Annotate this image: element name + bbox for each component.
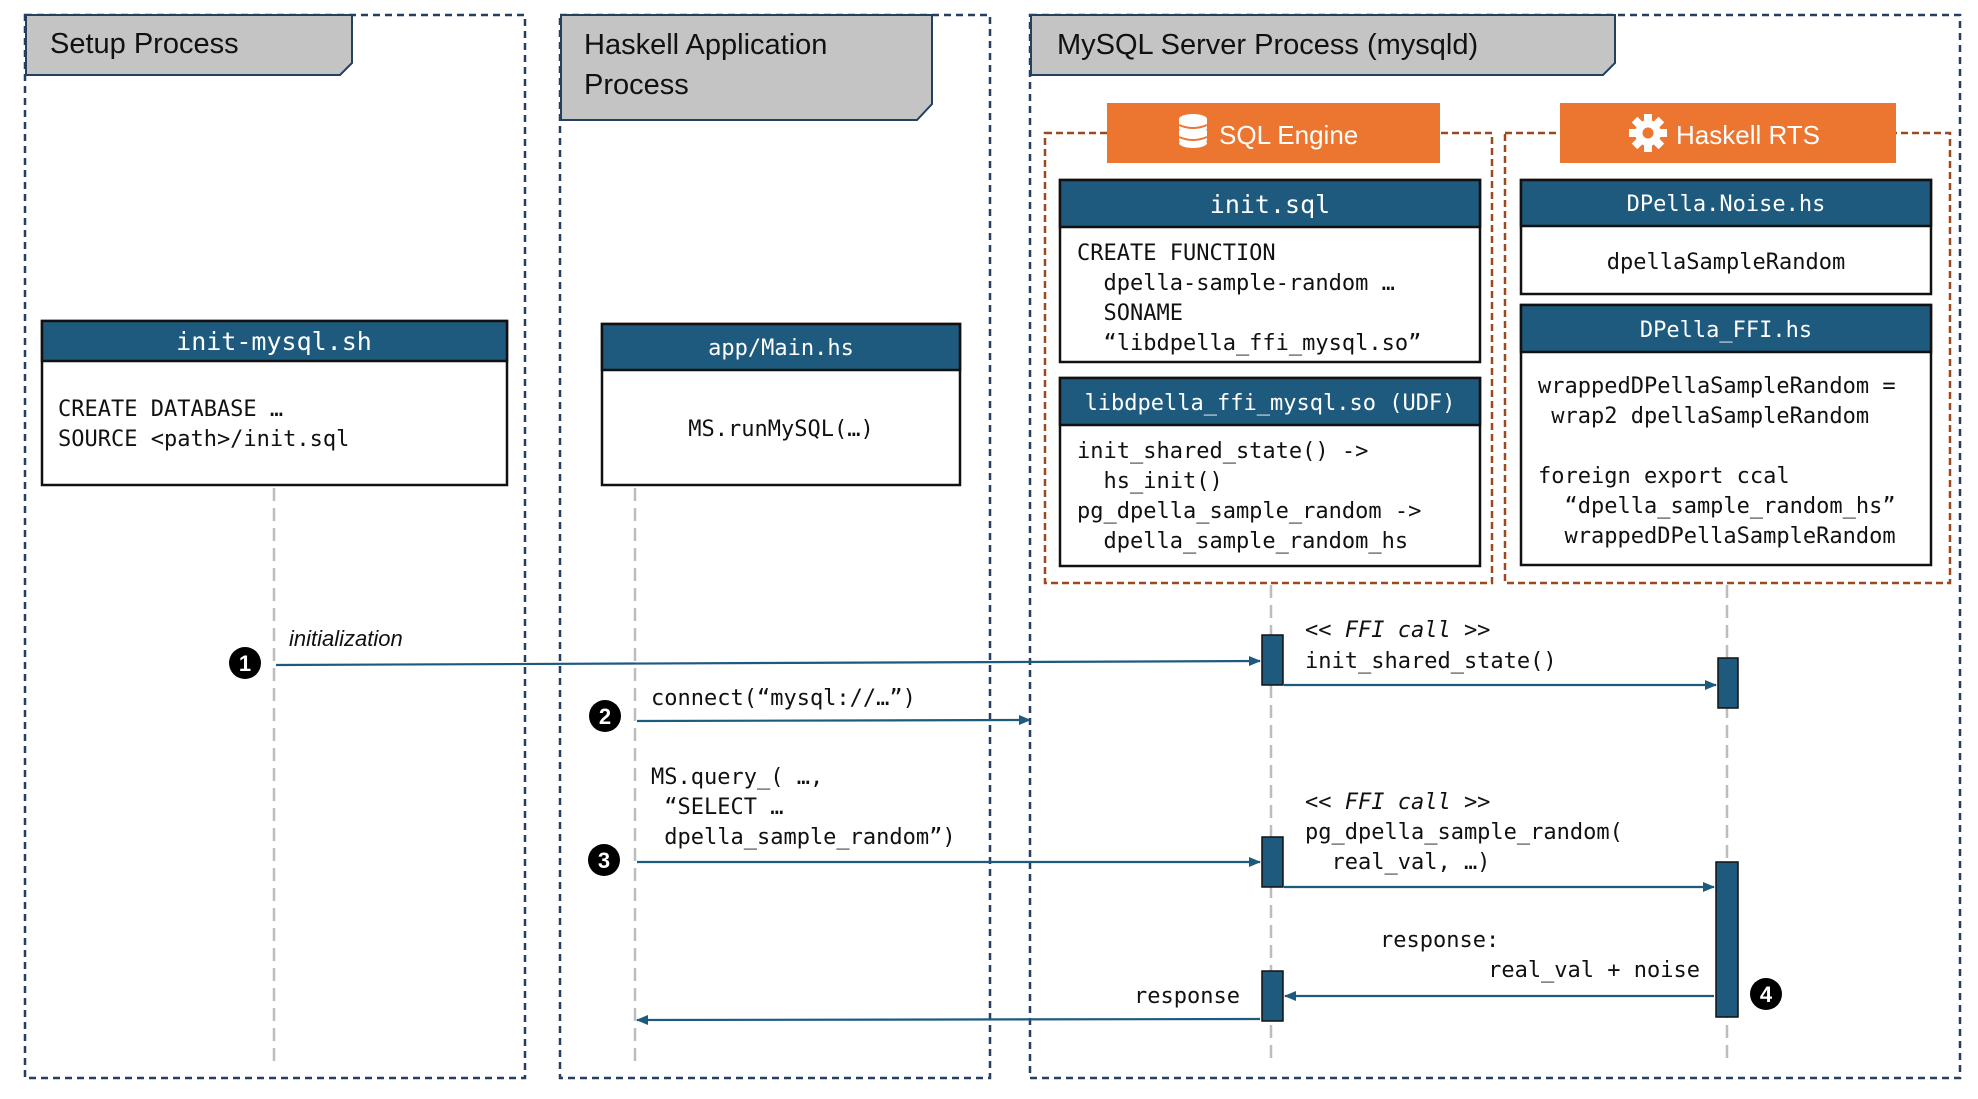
label-initialization: initialization bbox=[289, 626, 403, 651]
label-query-line: “SELECT … bbox=[651, 795, 783, 820]
step-badge-2: 2 bbox=[589, 700, 621, 732]
card-title: DPella.Noise.hs bbox=[1627, 192, 1826, 217]
group-sql-engine: SQL Engine bbox=[1043, 103, 1494, 585]
card-title: DPella_FFI.hs bbox=[1640, 318, 1812, 343]
arrow-initialization bbox=[275, 656, 1261, 667]
step-badge-3: 3 bbox=[588, 844, 620, 876]
gear-icon bbox=[1629, 114, 1667, 152]
step-number: 3 bbox=[598, 848, 610, 873]
card-line: hs_init() bbox=[1077, 469, 1223, 494]
card-line: “dpella_sample_random_hs” bbox=[1538, 494, 1896, 519]
frame-mysql-server-process: MySQL Server Process (mysqld) bbox=[1028, 13, 1962, 1080]
step-number: 1 bbox=[239, 651, 251, 676]
card-line: dpella-sample-random … bbox=[1077, 271, 1395, 296]
activation-bar bbox=[1261, 836, 1284, 888]
card-title: app/Main.hs bbox=[708, 336, 854, 361]
card-title: init-mysql.sh bbox=[176, 327, 372, 356]
card-dpella-noise-hs: DPella.Noise.hs dpellaSampleRandom bbox=[1519, 178, 1933, 296]
card-line: init_shared_state() -> bbox=[1077, 439, 1368, 464]
label-connect: connect(“mysql://…”) bbox=[651, 686, 916, 711]
activation-bar bbox=[1261, 634, 1284, 686]
card-line: CREATE FUNCTION bbox=[1077, 241, 1276, 266]
card-init-sql: init.sql CREATE FUNCTION dpella-sample-r… bbox=[1058, 178, 1482, 364]
card-line: foreign export ccal bbox=[1538, 464, 1790, 489]
step-number: 2 bbox=[599, 704, 611, 729]
card-main-hs: app/Main.hs MS.runMySQL(…) bbox=[600, 322, 962, 487]
group-haskell-rts: Haskell RTS bbox=[1503, 103, 1952, 585]
card-line: SOURCE <path>/init.sql bbox=[58, 427, 349, 452]
card-title: libdpella_ffi_mysql.so (UDF) bbox=[1085, 391, 1456, 416]
card-line: SONAME bbox=[1077, 301, 1183, 326]
sql-engine-label: SQL Engine bbox=[1219, 120, 1358, 150]
card-line: CREATE DATABASE … bbox=[58, 397, 283, 422]
activation-bar bbox=[1717, 657, 1739, 709]
label-ffi-call-1: << FFI call >> bbox=[1305, 618, 1490, 643]
card-line: pg_dpella_sample_random -> bbox=[1077, 499, 1421, 524]
card-line: dpella_sample_random_hs bbox=[1077, 529, 1408, 554]
label-response-rts-line: real_val + noise bbox=[1488, 958, 1700, 983]
step-badge-4: 4 bbox=[1750, 978, 1782, 1010]
label-query-line: dpella_sample_random”) bbox=[651, 825, 956, 850]
card-title: init.sql bbox=[1210, 190, 1330, 219]
card-line: MS.runMySQL(…) bbox=[688, 417, 873, 442]
label-ffi-call-2: << FFI call >> bbox=[1305, 790, 1490, 815]
step-number: 4 bbox=[1760, 982, 1773, 1007]
card-line: wrap2 dpellaSampleRandom bbox=[1538, 404, 1869, 429]
card-line: “libdpella_ffi_mysql.so” bbox=[1077, 331, 1421, 356]
messages bbox=[275, 656, 1717, 1025]
step-badge-1: 1 bbox=[229, 647, 261, 679]
activation-bar bbox=[1261, 970, 1284, 1022]
setup-process-title: Setup Process bbox=[50, 28, 239, 60]
haskell-app-title-line2: Process bbox=[584, 69, 689, 101]
haskell-rts-label: Haskell RTS bbox=[1676, 120, 1820, 150]
card-dpella-ffi-hs: DPella_FFI.hs wrappedDPellaSampleRandom … bbox=[1519, 303, 1933, 567]
label-query-line: MS.query_( …, bbox=[651, 765, 823, 790]
frame-haskell-app-process: Haskell Application Process bbox=[558, 13, 992, 1080]
label-response-app: response bbox=[1134, 984, 1240, 1009]
activation-bar bbox=[1715, 861, 1739, 1018]
mysql-server-title: MySQL Server Process (mysqld) bbox=[1057, 29, 1478, 61]
card-line: wrappedDPellaSampleRandom = bbox=[1538, 374, 1896, 399]
haskell-app-title-line1: Haskell Application bbox=[584, 29, 827, 61]
activations bbox=[1261, 634, 1739, 1022]
label-pg-call-line: pg_dpella_sample_random( bbox=[1305, 820, 1623, 845]
arrow-connect bbox=[636, 715, 1031, 726]
label-pg-call-line: real_val, …) bbox=[1305, 850, 1490, 875]
card-udf: libdpella_ffi_mysql.so (UDF) init_shared… bbox=[1058, 376, 1482, 568]
frame-setup-process: Setup Process bbox=[23, 13, 527, 1080]
arrow-response-app bbox=[636, 1014, 1261, 1025]
card-line: dpellaSampleRandom bbox=[1607, 250, 1845, 275]
card-line: wrappedDPellaSampleRandom bbox=[1538, 524, 1896, 549]
label-init-shared-state: init_shared_state() bbox=[1305, 649, 1557, 674]
card-init-mysql-sh: init-mysql.sh CREATE DATABASE … SOURCE <… bbox=[40, 319, 509, 487]
label-response-rts-line: response: bbox=[1380, 928, 1499, 953]
database-icon bbox=[1178, 114, 1208, 148]
